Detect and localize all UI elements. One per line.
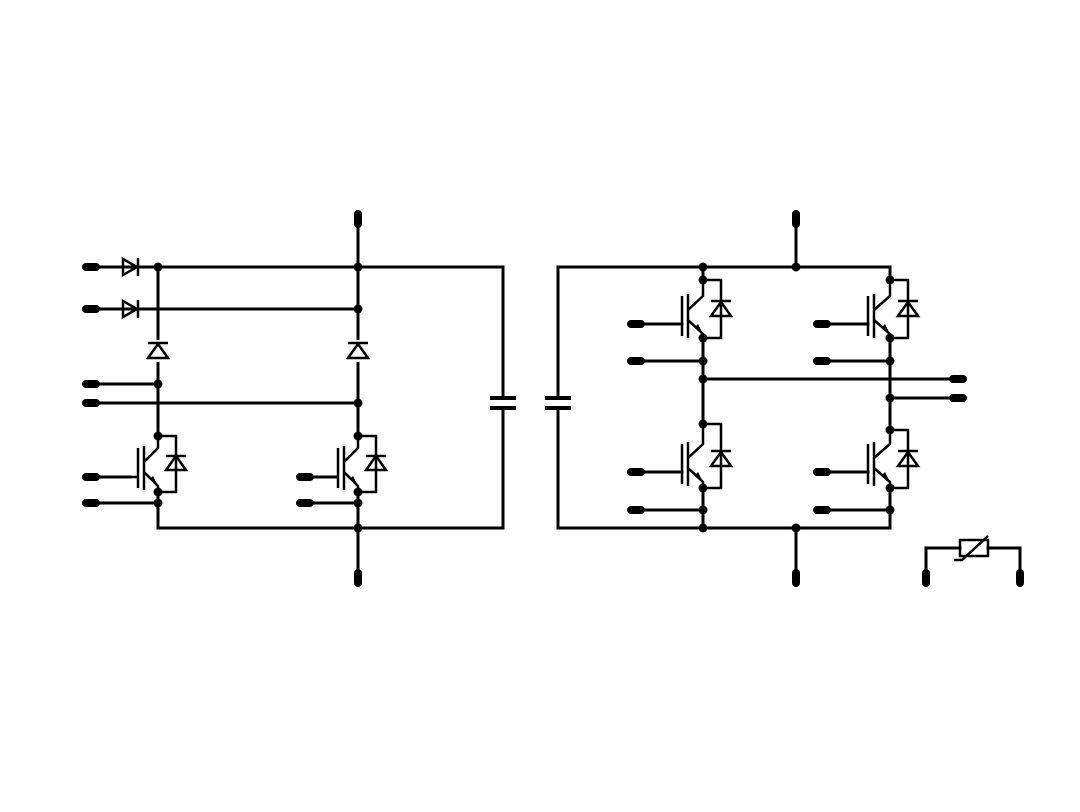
inverter-igbt-lower-left (680, 422, 734, 490)
pfc-diode-left (145, 340, 171, 362)
pfc-diode-right (345, 340, 371, 362)
dc-link-capacitor-right (545, 396, 571, 410)
pfc-igbt-right (336, 434, 389, 494)
right-terminal-pins (627, 210, 967, 587)
input-diode-1 (121, 256, 140, 278)
left-wires (94, 223, 505, 572)
right-junctions (698, 262, 895, 533)
right-section (545, 210, 967, 587)
dc-link-capacitor-left (490, 396, 516, 410)
left-section (82, 210, 516, 587)
left-junctions (153, 262, 363, 533)
ntc-thermistor (922, 535, 1024, 587)
inverter-igbt-upper-right (866, 278, 921, 340)
pfc-igbt-left (130, 434, 189, 494)
right-wires (556, 223, 952, 572)
left-terminal-pins (82, 210, 362, 587)
inverter-igbt-lower-right (866, 428, 921, 490)
input-diode-2 (121, 298, 140, 320)
inverter-igbt-upper-left (680, 278, 734, 340)
